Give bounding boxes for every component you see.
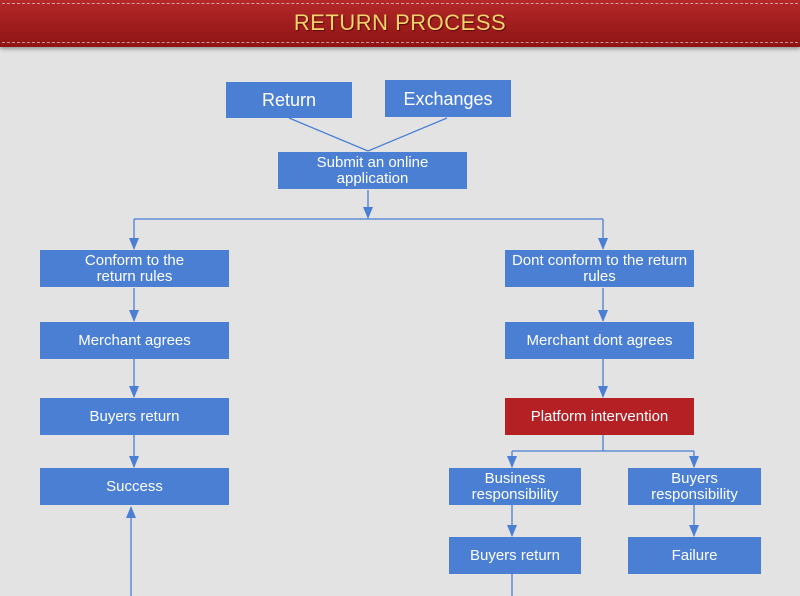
node-merchant-dont-agrees: Merchant dont agrees	[505, 322, 694, 359]
node-buyers-responsibility: Buyers responsibility	[628, 468, 761, 505]
node-return: Return	[226, 82, 352, 118]
banner-stitch-top	[2, 3, 798, 4]
node-business-responsibility: Business responsibility	[449, 468, 581, 505]
node-merchant-agrees: Merchant agrees	[40, 322, 229, 359]
node-conform-rules: Conform to the return rules	[40, 250, 229, 287]
node-buyers-return-right: Buyers return	[449, 537, 581, 574]
node-exchanges: Exchanges	[385, 80, 511, 117]
node-platform-intervention: Platform intervention	[505, 398, 694, 435]
banner-stitch-bottom	[2, 42, 798, 43]
node-dont-conform-rules: Dont conform to the return rules	[505, 250, 694, 287]
page-title: RETURN PROCESS	[293, 10, 507, 35]
node-success: Success	[40, 468, 229, 505]
connector-return-to-submit	[288, 117, 369, 152]
title-banner: RETURN PROCESS	[0, 0, 800, 47]
connector-exchanges-to-submit	[367, 117, 448, 152]
node-failure: Failure	[628, 537, 761, 574]
node-buyers-return-left: Buyers return	[40, 398, 229, 435]
node-submit-application: Submit an online application	[278, 152, 467, 189]
